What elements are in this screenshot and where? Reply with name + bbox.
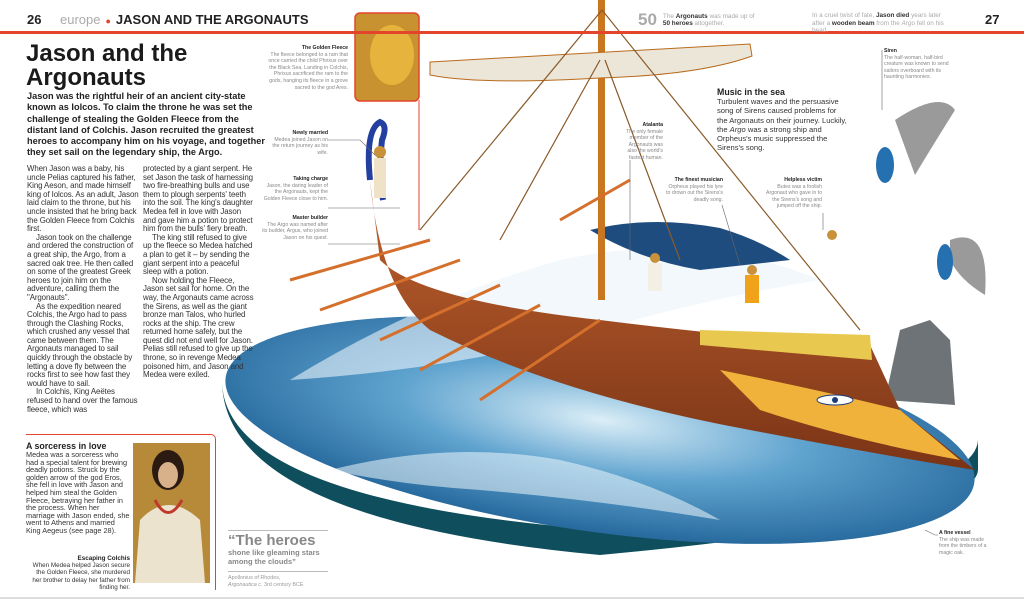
death-fact: In a cruel twist of fate, Jason died yea… (812, 12, 944, 34)
paragraph: Now holding the Fleece, Jason set sail f… (143, 275, 254, 380)
paragraph: The king still refused to give up the fl… (143, 232, 253, 277)
medea-painting (133, 443, 210, 583)
pull-quote: “The heroes shone like gleaming stars am… (228, 530, 328, 589)
body-column-1: When Jason was a baby, his uncle Pelias … (27, 164, 139, 414)
paragraph: protected by a giant serpent. He set Jas… (143, 164, 253, 234)
stat-number: 50 (638, 10, 657, 29)
stat-text: The Argonauts was made up of 50 heroes a… (662, 12, 755, 28)
sidebar-box: A sorceress in love Medea was a sorceres… (26, 434, 216, 591)
sidebar-text: Medea was a sorceress who had a special … (26, 450, 130, 535)
sirens (876, 102, 986, 295)
figures (374, 146, 837, 303)
ship (289, 0, 975, 470)
paragraph: When Jason was a baby, his uncle Pelias … (27, 164, 139, 234)
header-rule (0, 31, 1024, 34)
paragraph: In Colchis, King Aeëtes refused to hand … (27, 387, 138, 414)
fleece-image (354, 12, 420, 230)
paragraph: Jason took on the challenge and ordered … (27, 232, 134, 302)
stat-fact: 50 The Argonauts was made up of 50 heroe… (638, 10, 763, 30)
sidebar-title: A sorceress in love (26, 441, 107, 451)
leader-lines (328, 50, 938, 536)
chapter-title: JASON AND THE ARGONAUTS (115, 12, 309, 27)
running-header: europe ● JASON AND THE ARGONAUTS (60, 12, 309, 27)
quote-text: shone like gleaming stars among the clou… (228, 548, 320, 566)
article-title: Jason and the Argonauts (26, 40, 188, 91)
quote-lead: “The heroes (228, 532, 316, 549)
quote-source: Apollonius of Rhodes,Argonautica c. 3rd … (228, 571, 328, 589)
music-text: Turbulent waves and the persuasive song … (717, 97, 847, 153)
music-in-the-sea: Music in the sea Turbulent waves and the… (717, 87, 847, 153)
bullet-icon: ● (105, 16, 111, 26)
body-column-2: protected by a giant serpent. He set Jas… (143, 164, 255, 380)
section-name: europe (60, 12, 101, 27)
music-title: Music in the sea (717, 87, 785, 97)
page-number-right: 27 (985, 12, 1000, 27)
article-intro: Jason was the rightful heir of an ancien… (27, 91, 265, 158)
paragraph: As the expedition neared Colchis, the Ar… (27, 301, 133, 388)
page-number-left: 26 (27, 12, 42, 27)
rock (885, 320, 955, 405)
